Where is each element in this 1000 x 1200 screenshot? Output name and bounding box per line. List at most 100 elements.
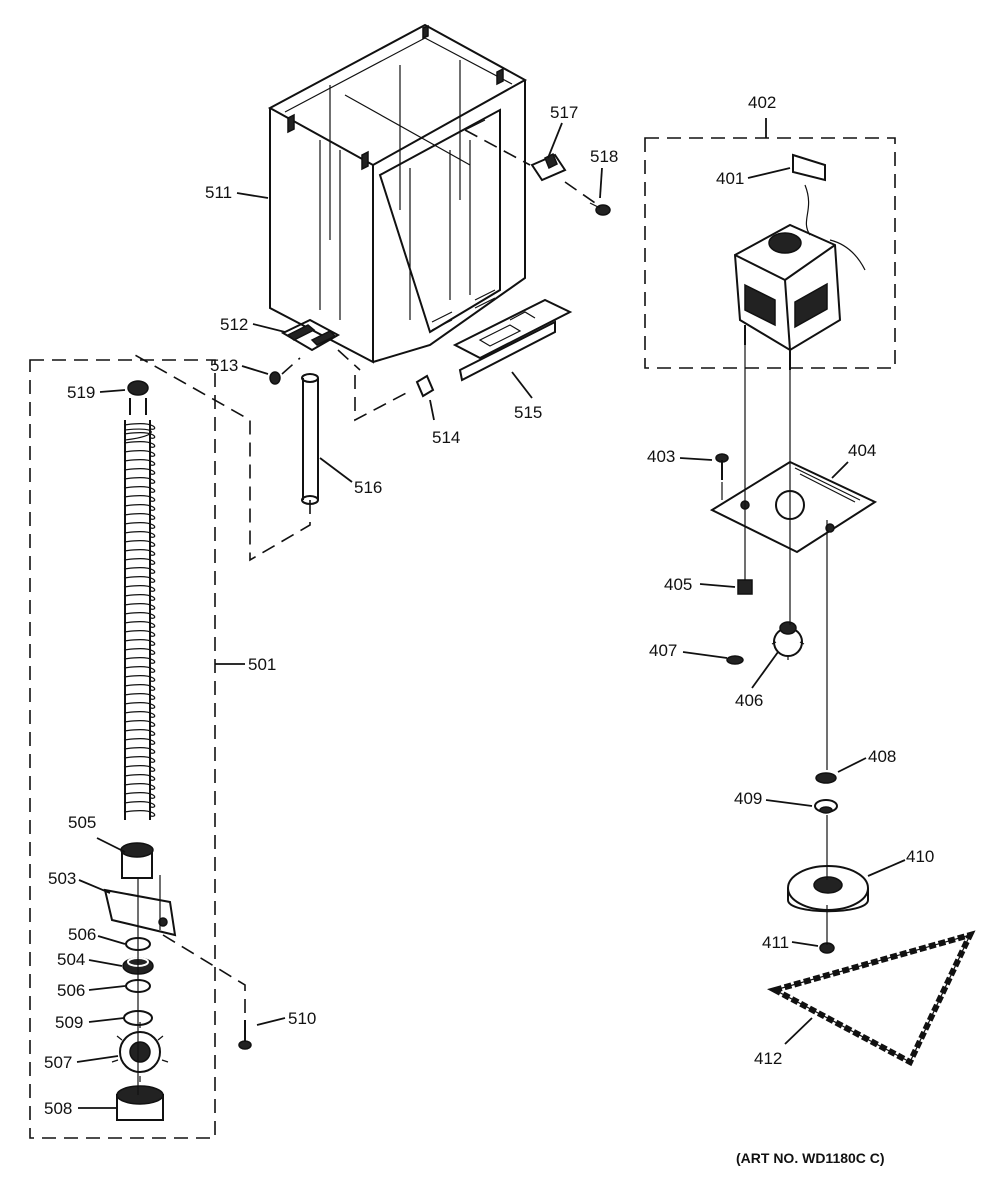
motor-axes — [721, 345, 828, 945]
spring-coil-turn — [123, 486, 156, 493]
spring-coil-turn — [123, 432, 156, 439]
label-410: 410 — [906, 847, 934, 866]
label-402: 402 — [748, 93, 776, 112]
spring-coil-turn — [123, 531, 156, 538]
spring-coil-turn — [123, 729, 156, 736]
label-406: 406 — [735, 691, 763, 710]
auger-axis — [137, 875, 161, 1095]
label-507: 507 — [44, 1053, 72, 1072]
spring-coil-turn — [123, 765, 156, 772]
label-519: 519 — [67, 383, 95, 402]
spring-coil-turn — [123, 675, 156, 682]
label-503: 503 — [48, 869, 76, 888]
label-514: 514 — [432, 428, 460, 447]
nut-405 — [737, 579, 753, 595]
leader-517-518 — [464, 129, 599, 206]
leader-lines — [76, 118, 906, 1109]
bolt-510 — [238, 1020, 252, 1050]
washer-408 — [815, 772, 837, 784]
spring-coil-turn — [123, 720, 156, 727]
spring-coil-turn — [123, 630, 156, 637]
motor-assembly-402-outline — [644, 137, 896, 369]
label-515: 515 — [514, 403, 542, 422]
label-504: 504 — [57, 950, 85, 969]
spring-coil-turn — [123, 612, 156, 619]
label-501: 501 — [248, 655, 276, 674]
spring-coil-turn — [123, 594, 156, 601]
plate-404 — [709, 460, 878, 554]
label-508: 508 — [44, 1099, 72, 1118]
spring-coil-turn — [123, 513, 156, 520]
nut-519 — [127, 380, 149, 415]
spring-coil-turn — [123, 540, 156, 547]
label-510: 510 — [288, 1009, 316, 1028]
coupling-505 — [120, 842, 154, 879]
bearing-512 — [280, 318, 341, 352]
auger-spring — [123, 420, 156, 820]
gasket-503 — [103, 888, 177, 937]
spring-coil-turn — [123, 603, 156, 610]
spring-coil-turn — [123, 504, 156, 511]
spring-coil-turn — [123, 693, 156, 700]
label-516: 516 — [354, 478, 382, 497]
part-labels: 511 512 513 514 515 516 517 518 519 501 … — [44, 93, 934, 1118]
chain-412 — [767, 930, 976, 1067]
motor-401 — [733, 153, 866, 370]
label-511: 511 — [205, 183, 232, 202]
label-505: 505 — [68, 813, 96, 832]
spring-coil-turn — [123, 639, 156, 646]
label-513: 513 — [210, 356, 238, 375]
screw-403 — [715, 453, 729, 480]
label-509: 509 — [55, 1013, 83, 1032]
tube-516 — [301, 373, 319, 505]
screw-518 — [589, 202, 611, 216]
spring-coil-turn — [123, 558, 156, 565]
spring-coil-turn — [123, 585, 156, 592]
spring-coil-turn — [123, 801, 156, 808]
assembly-501-outline — [29, 359, 216, 1139]
spring-coil-turn — [123, 621, 156, 628]
spring-coil-turn — [123, 423, 156, 430]
spring-coil-turn — [123, 810, 156, 817]
label-517: 517 — [550, 103, 578, 122]
spring-coil-turn — [123, 684, 156, 691]
spring-coil-turn — [123, 711, 156, 718]
spring-coil-turn — [123, 468, 156, 475]
pinion-406 — [771, 621, 805, 660]
spring-coil-turn — [123, 747, 156, 754]
leader-512-tube — [337, 349, 413, 422]
bushing-409 — [814, 799, 838, 814]
spring-coil-turn — [123, 756, 156, 763]
spring-coil-turn — [123, 738, 156, 745]
art-number: (ART NO. WD1180C C) — [736, 1150, 885, 1166]
spring-coil-turn — [123, 783, 156, 790]
nut-508 — [116, 1085, 164, 1121]
label-404: 404 — [848, 441, 876, 460]
spring-coil-turn — [123, 774, 156, 781]
spring-coil-turn — [123, 666, 156, 673]
leader-516 — [134, 354, 311, 562]
spring-coil-turn — [123, 459, 156, 466]
spring-coil-turn — [123, 576, 156, 583]
spring-coil-turn — [123, 441, 156, 448]
spring-coil-turn — [123, 702, 156, 709]
container-511 — [267, 23, 528, 364]
spring-coil-turn — [123, 450, 156, 457]
spring-coil-turn — [123, 477, 156, 484]
label-403: 403 — [647, 447, 675, 466]
spring-coil-turn — [123, 792, 156, 799]
bracket-515 — [452, 298, 573, 382]
label-405: 405 — [664, 575, 692, 594]
spring-coil-turn — [123, 567, 156, 574]
label-409: 409 — [734, 789, 762, 808]
leader-513 — [281, 357, 301, 375]
label-411: 411 — [762, 933, 789, 952]
label-401: 401 — [716, 169, 744, 188]
screw-514 — [415, 374, 435, 398]
label-408: 408 — [868, 747, 896, 766]
gear-410 — [787, 865, 869, 913]
label-512: 512 — [220, 315, 248, 334]
leader-510 — [162, 934, 246, 1015]
screw-513 — [269, 371, 281, 385]
label-518: 518 — [590, 147, 618, 166]
